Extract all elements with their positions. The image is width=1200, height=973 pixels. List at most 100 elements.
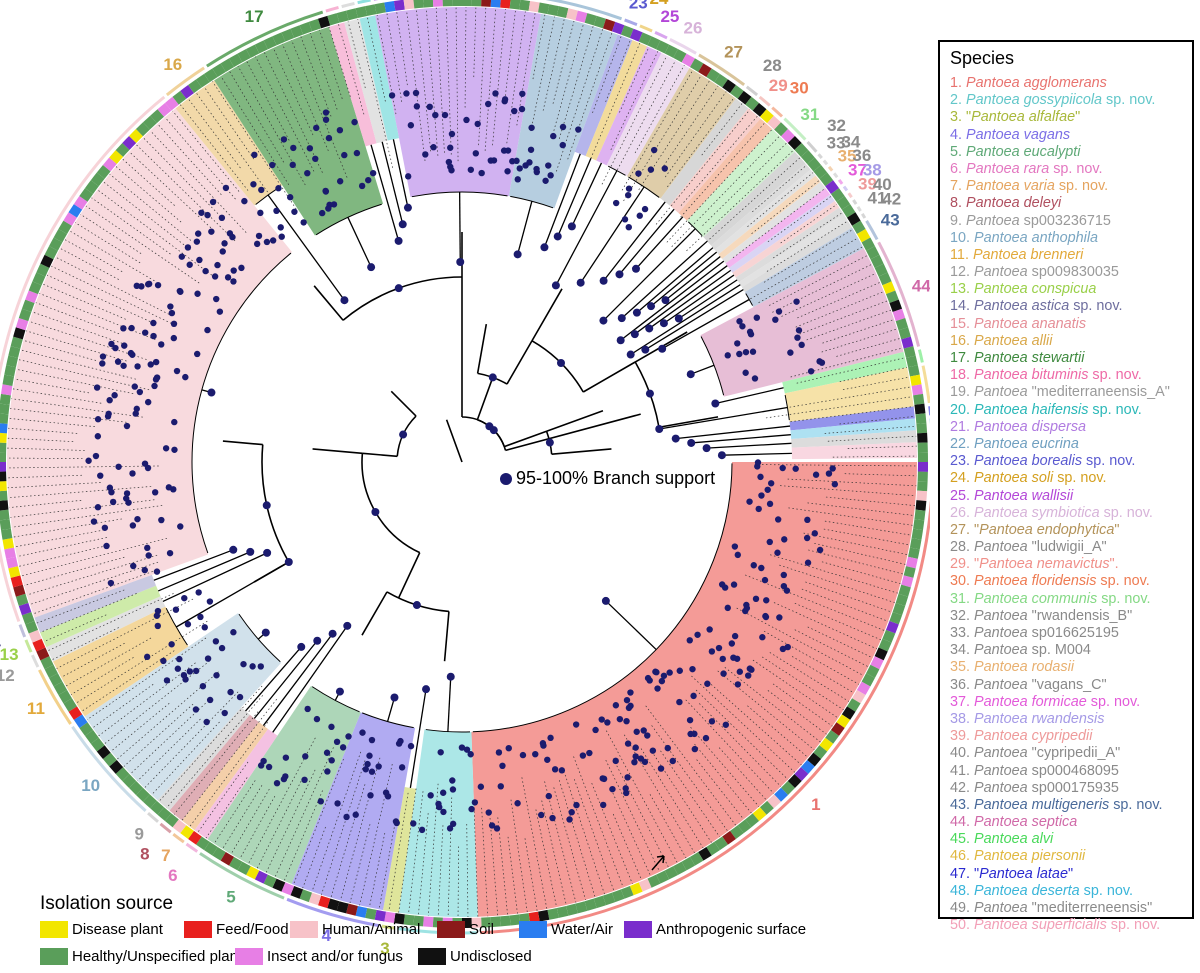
species-item: 29. "Pantoea nemavictus". bbox=[950, 556, 1170, 573]
isolation-segment bbox=[889, 611, 903, 625]
isolation-segment bbox=[547, 4, 559, 16]
leaf-guide bbox=[256, 777, 304, 869]
branch-line bbox=[361, 591, 388, 636]
leaf-guide bbox=[35, 302, 120, 335]
species-num: 48. bbox=[950, 882, 971, 899]
support-node bbox=[214, 261, 221, 269]
clade-arc bbox=[745, 293, 753, 306]
clade-outer-arc bbox=[357, 0, 371, 5]
isolation-label: Anthropogenic surface bbox=[656, 921, 807, 938]
species-item: 49. Pantoea "mediterreneensis" bbox=[950, 900, 1170, 917]
clade-outer-arc bbox=[199, 852, 285, 900]
leaf-guide bbox=[649, 794, 687, 859]
isolation-segment bbox=[109, 150, 124, 165]
leaf-guide bbox=[592, 35, 622, 114]
support-node bbox=[106, 484, 114, 491]
support-node bbox=[676, 667, 683, 674]
leaf-guide bbox=[26, 330, 127, 362]
isolation-segment bbox=[500, 915, 511, 927]
isolation-segment bbox=[593, 895, 607, 909]
support-node bbox=[449, 786, 457, 793]
support-node bbox=[317, 798, 325, 805]
clade-outer-arc bbox=[877, 241, 921, 347]
support-node bbox=[717, 451, 726, 460]
clade-stem bbox=[517, 201, 533, 255]
clade-outer-arc bbox=[865, 220, 879, 241]
clade-label: 5 bbox=[226, 887, 235, 906]
isolation-segment bbox=[774, 787, 789, 802]
branch-arc bbox=[531, 340, 584, 393]
species-name: Pantoea deleyi bbox=[966, 195, 1062, 212]
isolation-segment bbox=[180, 825, 194, 840]
species-num: 39. bbox=[950, 728, 971, 745]
isolation-segment bbox=[825, 180, 840, 194]
clade-arc bbox=[311, 686, 360, 713]
leaf-guide bbox=[605, 39, 631, 103]
support-node bbox=[230, 278, 237, 285]
isolation-label: Undisclosed bbox=[450, 948, 532, 965]
support-node bbox=[160, 657, 167, 665]
species-name: Pantoea piersonii bbox=[974, 848, 1086, 865]
support-node bbox=[403, 203, 412, 212]
support-node bbox=[545, 162, 552, 169]
clade-outer-arc bbox=[341, 1, 355, 9]
support-node bbox=[804, 516, 811, 524]
isolation-swatch bbox=[418, 948, 446, 965]
clade-stem bbox=[392, 139, 409, 208]
support-node bbox=[780, 571, 788, 579]
leaf-guide bbox=[612, 758, 669, 868]
species-num: 25. bbox=[950, 487, 971, 504]
clade-stem bbox=[157, 551, 251, 592]
isolation-swatch bbox=[624, 921, 652, 938]
support-node bbox=[194, 230, 202, 237]
support-node bbox=[484, 100, 492, 108]
support-node bbox=[686, 637, 693, 644]
branch-line bbox=[397, 552, 421, 599]
leaf-guide bbox=[60, 248, 119, 280]
isolation-segment bbox=[895, 593, 909, 607]
isolation-segment bbox=[73, 196, 88, 210]
isolation-segment bbox=[28, 281, 42, 295]
support-node bbox=[655, 424, 664, 433]
isolation-label: Human/Animal bbox=[322, 921, 421, 938]
species-suffix: sp. nov. bbox=[1099, 504, 1153, 521]
support-node bbox=[708, 648, 716, 655]
species-suffix: sp016625195 bbox=[1027, 625, 1119, 641]
clade-stem bbox=[636, 247, 714, 314]
support-node bbox=[522, 162, 529, 169]
support-node bbox=[121, 342, 128, 349]
isolation-segment bbox=[308, 18, 322, 32]
support-node bbox=[249, 663, 256, 670]
clade-label: 27 bbox=[724, 43, 743, 62]
leaf-guide bbox=[645, 705, 737, 826]
leaf-guide bbox=[553, 787, 586, 901]
species-item: 1. Pantoea agglomerans bbox=[950, 75, 1170, 92]
isolation-segment bbox=[490, 916, 501, 928]
species-item: 31. Pantoea communis sp. nov. bbox=[950, 591, 1170, 608]
support-node bbox=[691, 730, 698, 738]
support-node bbox=[600, 801, 607, 809]
species-name: Pantoea bbox=[974, 607, 1028, 624]
support-node bbox=[103, 542, 110, 550]
isolation-segment bbox=[866, 664, 880, 678]
clade-label: 17 bbox=[245, 7, 264, 26]
isolation-segment bbox=[188, 830, 202, 845]
support-node bbox=[518, 105, 526, 113]
species-num: 12. bbox=[950, 264, 971, 281]
clade-stem bbox=[262, 633, 334, 726]
species-name: Pantoea rara bbox=[966, 160, 1050, 177]
species-name: Pantoea anthophila bbox=[974, 229, 1099, 246]
clade-label: 34 bbox=[841, 132, 860, 151]
isolation-segment bbox=[2, 538, 15, 550]
leaf-guide bbox=[464, 7, 467, 108]
leaf-guide bbox=[780, 485, 916, 497]
clade-stem bbox=[675, 425, 791, 440]
support-node bbox=[686, 370, 695, 379]
isolation-segment bbox=[0, 528, 13, 540]
leaf-guide bbox=[623, 734, 695, 854]
support-node bbox=[258, 186, 265, 194]
species-name: Pantoea latae bbox=[979, 865, 1068, 882]
species-num: 45. bbox=[950, 831, 971, 848]
support-node bbox=[262, 501, 271, 510]
support-node bbox=[176, 655, 183, 663]
